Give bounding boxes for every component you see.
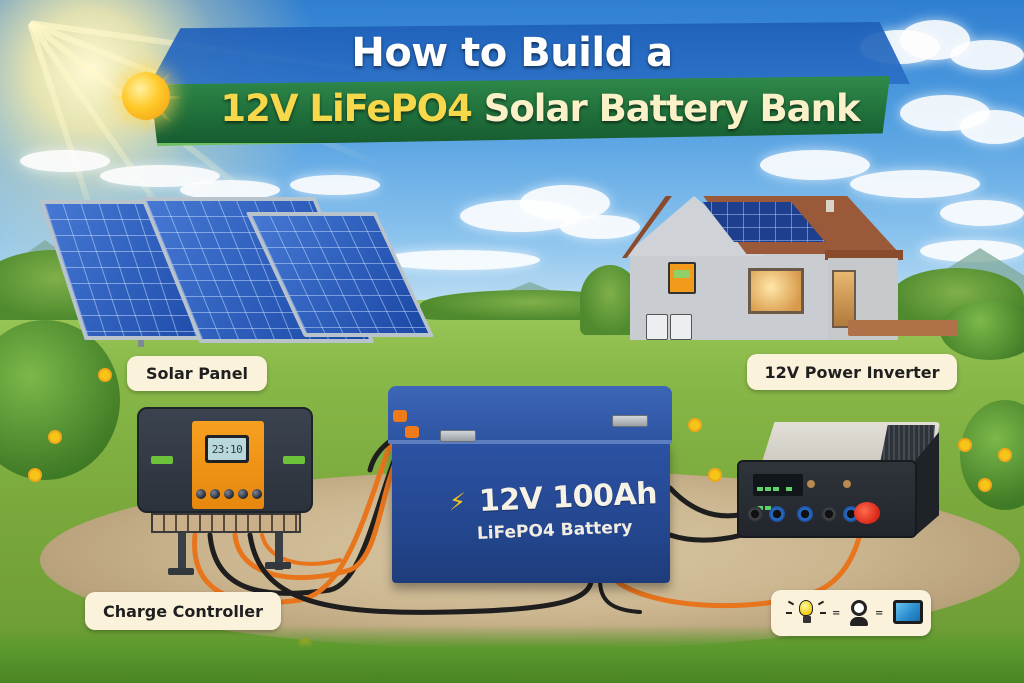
label-charge-controller: Charge Controller <box>85 592 281 630</box>
bush <box>960 400 1024 510</box>
title-line-2: 12V LiFePO4 Solar Battery Bank <box>200 87 880 130</box>
battery-terminal <box>405 426 419 438</box>
lcd-reading: 23:10 <box>208 438 246 460</box>
controller-button <box>252 489 262 499</box>
label-power-inverter: 12V Power Inverter <box>747 354 957 390</box>
tablet-icon <box>893 600 923 624</box>
status-led-left <box>151 456 173 464</box>
house-battery <box>646 314 668 340</box>
inverter-outlet <box>821 506 837 522</box>
title-highlight: 12V LiFePO4 <box>220 87 472 130</box>
equals-separator: = <box>832 608 841 619</box>
porch-deck <box>848 320 958 336</box>
title-line-1: How to Build a <box>351 30 673 76</box>
controller-button <box>210 489 220 499</box>
title-rest: Solar Battery Bank <box>483 87 861 130</box>
label-solar-panel: Solar Panel <box>127 356 267 391</box>
inverter-indicator <box>807 480 815 488</box>
appliance-icons: = = <box>771 590 931 636</box>
wall-inverter <box>668 262 696 294</box>
inverter-indicator <box>843 480 851 488</box>
lightning-bolt-icon: ⚡ <box>449 488 466 516</box>
inverter-red-terminal <box>854 502 880 524</box>
house-window <box>748 268 804 314</box>
house-door <box>832 270 856 328</box>
inverter-port <box>797 506 813 522</box>
house-battery <box>670 314 692 340</box>
lcd-display: 23:10 <box>205 435 249 463</box>
terminal-block <box>151 513 301 533</box>
battery-handle <box>440 430 476 442</box>
equals-separator: = <box>875 608 884 619</box>
inverter-port <box>747 506 763 522</box>
controller-face: 23:10 <box>192 421 264 509</box>
bush <box>0 320 120 480</box>
battery-handle <box>612 415 648 427</box>
controller-button <box>238 489 248 499</box>
battery-terminal <box>393 410 407 422</box>
title-banner-blue <box>150 22 910 84</box>
controller-button <box>224 489 234 499</box>
controller-button <box>196 489 206 499</box>
status-led-right <box>283 456 305 464</box>
inverter-display <box>753 474 803 510</box>
inverter-port <box>769 506 785 522</box>
